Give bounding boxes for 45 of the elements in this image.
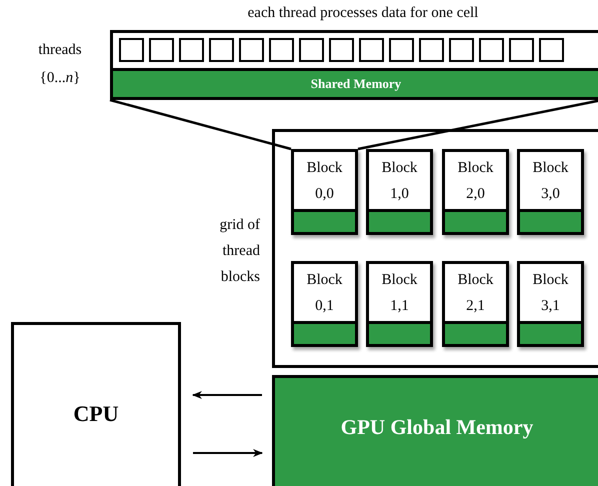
block-box	[517, 149, 584, 235]
global-memory-block	[272, 375, 598, 486]
cpu-box	[11, 322, 181, 486]
block-box	[442, 261, 509, 347]
grid-panel	[272, 129, 598, 368]
block-box	[291, 149, 358, 235]
side-label: threads {0...n}	[37, 41, 83, 88]
thread-cell	[239, 38, 264, 62]
thread-cell	[269, 38, 294, 62]
block-label: Block 3,0	[532, 158, 570, 204]
block-label: Block 2,1	[456, 270, 494, 316]
band-label: Shared Memory	[310, 75, 402, 94]
block-box	[517, 261, 584, 347]
global-memory-label: GPU Global Memory	[340, 414, 534, 441]
thread-cell	[509, 38, 534, 62]
thread-cell	[149, 38, 174, 62]
thread-cell	[389, 38, 414, 62]
thread-cell	[479, 38, 504, 62]
thread-cell	[539, 38, 564, 62]
thread-cell	[209, 38, 234, 62]
thread-cell	[449, 38, 474, 62]
zoom-line	[110, 98, 292, 150]
arrow	[192, 391, 262, 399]
side-label: grid of thread blocks	[218, 216, 260, 287]
thread-cell	[119, 38, 144, 62]
block-label: Block 3,1	[532, 270, 570, 316]
block-box	[291, 261, 358, 347]
thread-cell	[419, 38, 444, 62]
block-box	[442, 149, 509, 235]
block-box	[366, 261, 433, 347]
heading: each thread processes data for one cell	[246, 4, 480, 23]
block-label: Block 0,1	[306, 270, 344, 316]
block-label: Block 2,0	[456, 158, 494, 204]
arrow	[193, 449, 263, 457]
block-box	[366, 149, 433, 235]
cpu-label: CPU	[73, 400, 119, 428]
block-label: Block 1,1	[380, 270, 418, 316]
thread-cell	[299, 38, 324, 62]
block-label: Block 0,0	[306, 158, 344, 204]
zoom-line	[358, 98, 598, 150]
thread-cell	[179, 38, 204, 62]
block-label: Block 1,0	[380, 158, 418, 204]
thread-cell	[329, 38, 354, 62]
shared-memory-band	[110, 68, 598, 100]
thread-cell	[359, 38, 384, 62]
